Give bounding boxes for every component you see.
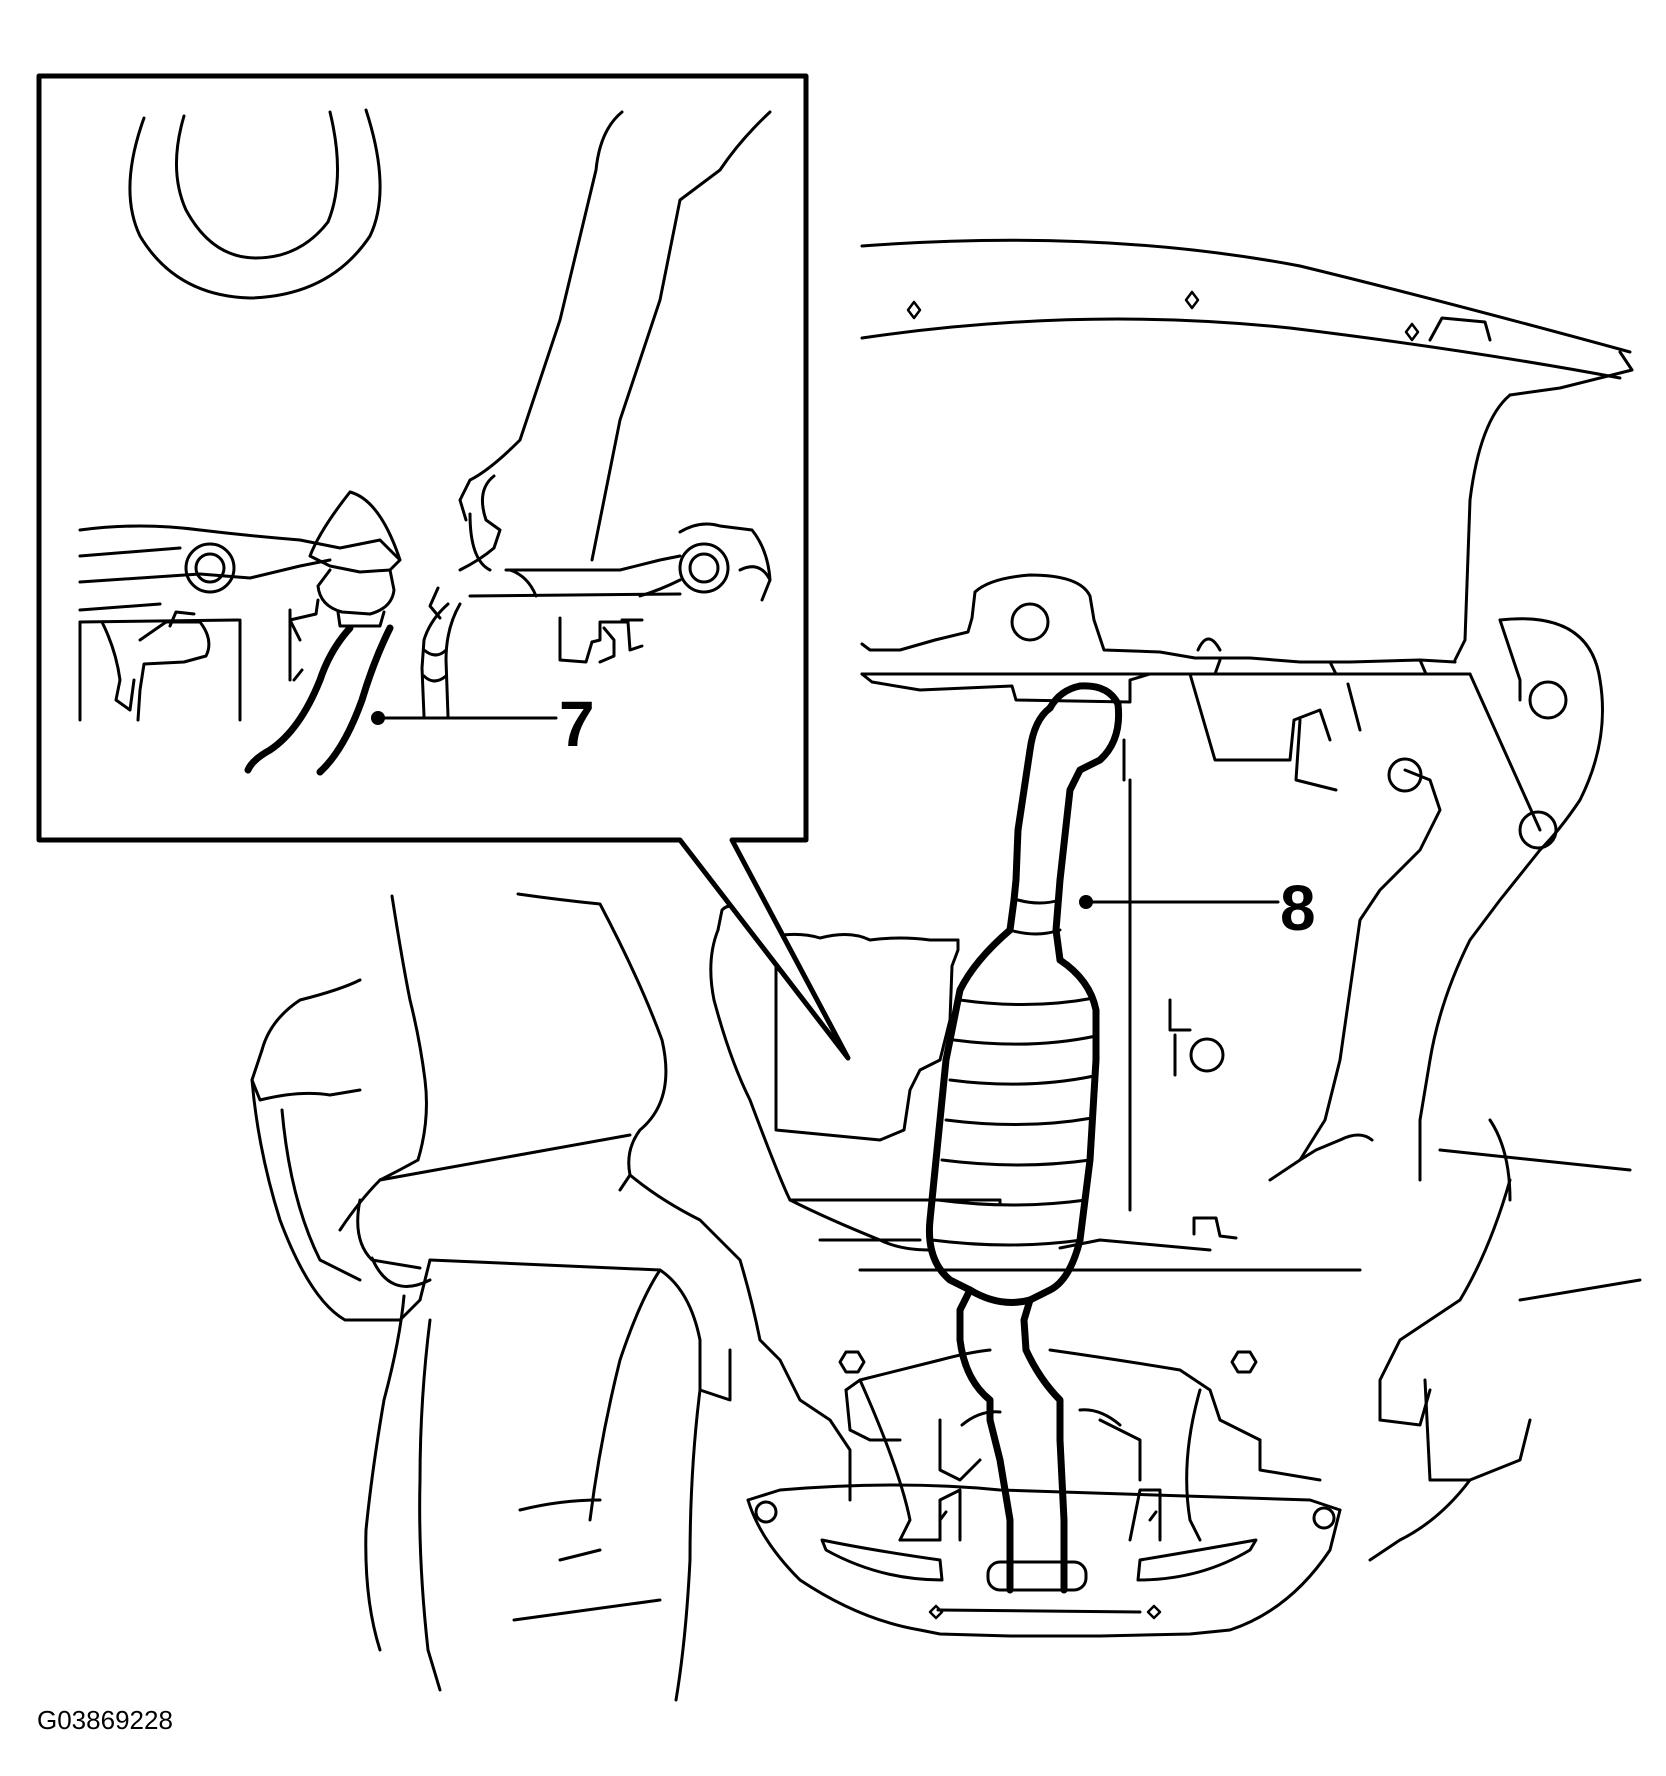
engine-oil-pan: [860, 573, 1604, 1240]
subframe: [250, 894, 732, 1702]
callout-7: 7: [559, 688, 595, 760]
crossmember: [516, 892, 1642, 1562]
callout-8: 8: [1280, 872, 1316, 944]
figure-id: G03869228: [37, 1705, 173, 1735]
floor-pan: [860, 238, 1634, 662]
detail-inset: [36, 73, 851, 1061]
catalytic-converter-assembly: [925, 682, 1123, 1594]
leader-7: [371, 711, 558, 725]
vehicle-underside: [250, 238, 1642, 1702]
converter-ribs: [930, 898, 1098, 1247]
engine-mount-bracket: [746, 1483, 1342, 1638]
leader-8: [1079, 895, 1280, 909]
inset-artwork: [78, 108, 772, 722]
sensor-wiring: [244, 624, 394, 776]
